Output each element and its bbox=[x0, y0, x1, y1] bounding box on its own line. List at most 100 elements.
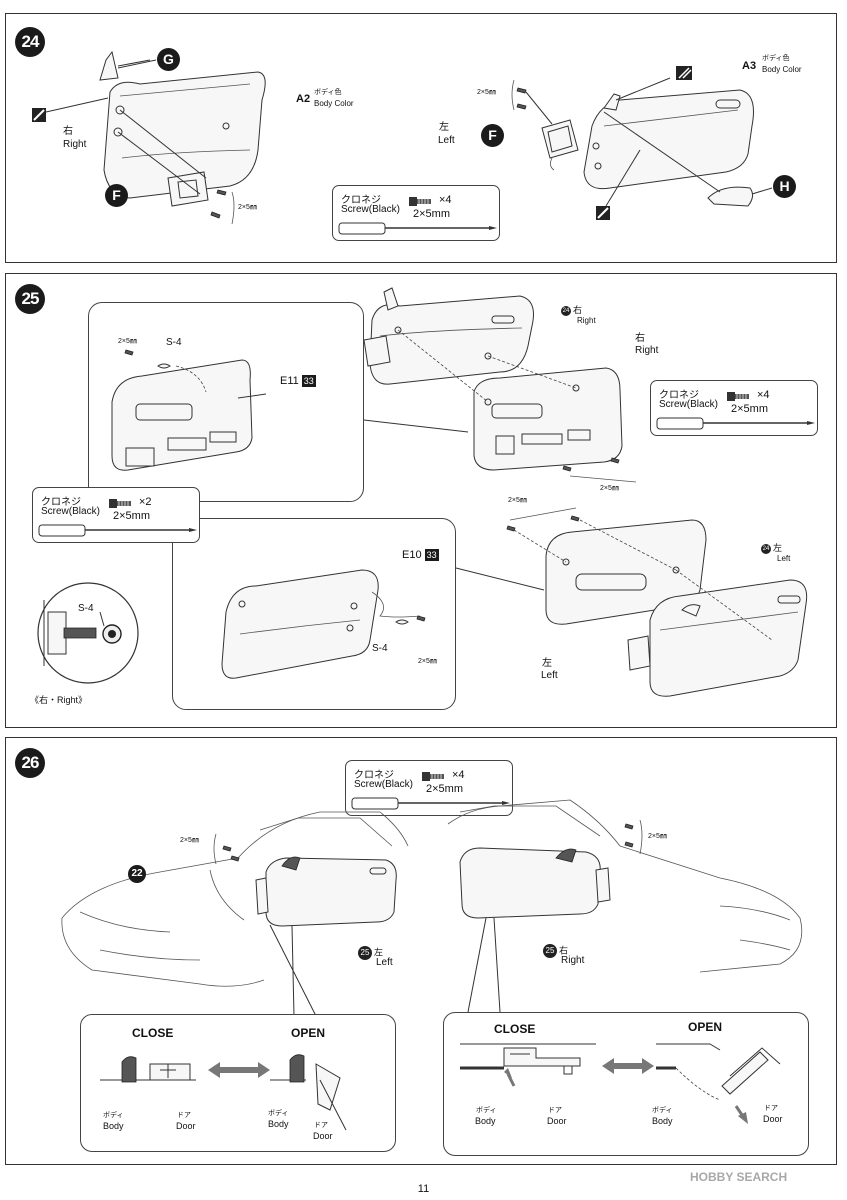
detail-left-body-jp2: ボディ bbox=[268, 1110, 289, 1117]
screwbox-title-en: Screw(Black) bbox=[41, 506, 100, 517]
detail-left-door-jp: ドア bbox=[177, 1112, 191, 1119]
step26-screw-right: 2×5㎜ bbox=[648, 833, 667, 840]
step25-screw-b: 2×5㎜ bbox=[600, 485, 619, 492]
step-24-right-door-drawing bbox=[32, 50, 266, 225]
step25-s4-c: S-4 bbox=[78, 603, 94, 614]
step24-left-jp: 左 bbox=[439, 122, 449, 133]
a3-body-color-en: Body Color bbox=[762, 65, 802, 74]
step25-right-jp: 右 bbox=[635, 333, 645, 344]
step-24-number: 24 bbox=[15, 27, 45, 57]
detail-left-door-en: Door bbox=[176, 1121, 196, 1131]
step25-s4-a: S-4 bbox=[166, 337, 182, 348]
step24-screw-spec-right: 2×5㎜ bbox=[238, 204, 257, 211]
screwbox-size: 2×5mm bbox=[413, 208, 450, 220]
part-F-badge-left: F bbox=[481, 124, 504, 147]
screw-icon bbox=[422, 772, 444, 781]
step25-screw-d: 2×5㎜ bbox=[418, 658, 437, 665]
step25-left-en: Left bbox=[541, 670, 558, 681]
step-24-left-door-drawing bbox=[511, 66, 773, 220]
step-25-drawing bbox=[37, 287, 808, 697]
screwdriver-icon bbox=[656, 417, 815, 430]
detail-right-door-en2: Door bbox=[763, 1114, 783, 1124]
screwbox-size: 2×5mm bbox=[113, 510, 150, 522]
detail-right-door-jp2: ドア bbox=[764, 1105, 778, 1112]
screwbox-title-jp: クロネジ bbox=[341, 195, 381, 206]
ref-left-jp: 左 bbox=[374, 947, 384, 958]
detail-right-close: CLOSE bbox=[494, 1022, 536, 1036]
screwbox-title-jp: クロネジ bbox=[41, 497, 81, 508]
ref-22-badge: 22 bbox=[128, 865, 146, 883]
detail-left-body-en2: Body bbox=[268, 1119, 289, 1129]
screwbox-title-jp: クロネジ bbox=[659, 390, 699, 401]
ref-right-jp: 右 bbox=[573, 305, 583, 315]
step26-ref-right-en: Right bbox=[561, 955, 585, 966]
step26-ref-left-en: Left bbox=[376, 957, 393, 968]
detail-left-close: CLOSE bbox=[132, 1026, 174, 1040]
screwbox-qty: ×4 bbox=[452, 769, 465, 781]
ref-24-badge: 24 bbox=[561, 305, 571, 316]
step24-screw-box: クロネジ Screw(Black) ×4 2×5mm bbox=[332, 185, 500, 241]
screwbox-qty: ×4 bbox=[757, 389, 770, 401]
step25-detail-caption: 《右・Right》 bbox=[30, 695, 88, 705]
step24-right-en: Right bbox=[63, 139, 87, 150]
detail-left-body-jp: ボディ bbox=[103, 1112, 124, 1119]
watermark: HOBBY SEARCH bbox=[690, 1170, 788, 1184]
ref-24-badge-left: 24 bbox=[761, 543, 771, 554]
e11-sheet-num: 33 bbox=[301, 375, 316, 388]
step-25-number: 25 bbox=[15, 284, 45, 314]
step25-s4-b: S-4 bbox=[372, 643, 388, 654]
a3-body-color-jp: ボディ色 bbox=[762, 55, 790, 62]
a2-body-color-en: Body Color bbox=[314, 99, 354, 108]
screwbox-title-jp: クロネジ bbox=[354, 770, 394, 781]
ref-25-badge-right: 25 bbox=[543, 944, 557, 958]
part-G-badge: G bbox=[157, 48, 180, 71]
step25-right-en: Right bbox=[635, 345, 659, 356]
screwdriver-icon bbox=[338, 222, 497, 235]
e10-code: E10 bbox=[402, 549, 422, 561]
part-H-badge: H bbox=[773, 175, 796, 198]
screwbox-qty: ×2 bbox=[139, 496, 152, 508]
page-number: 11 bbox=[417, 1183, 430, 1195]
step24-right-jp: 右 bbox=[63, 126, 73, 137]
detail-right-door-jp: ドア bbox=[548, 1107, 562, 1114]
screwbox-size: 2×5mm bbox=[731, 403, 768, 415]
screwbox-qty: ×4 bbox=[439, 194, 452, 206]
ref-right-jp: 右 bbox=[559, 945, 569, 956]
screw-icon bbox=[109, 499, 131, 508]
screwdriver-icon bbox=[351, 797, 510, 810]
detail-right-body-en2: Body bbox=[652, 1116, 673, 1126]
screwbox-title-en: Screw(Black) bbox=[341, 204, 400, 215]
a2-part-code: A2 bbox=[296, 93, 311, 105]
step-26-number: 26 bbox=[15, 748, 45, 778]
detail-right-open: OPEN bbox=[688, 1020, 723, 1034]
part-F-badge: F bbox=[105, 184, 128, 207]
step25-screw-box-right: クロネジ Screw(Black) ×4 2×5mm bbox=[650, 380, 818, 436]
ref-left-jp: 左 bbox=[773, 543, 783, 553]
detail-right-body-jp: ボディ bbox=[476, 1107, 497, 1114]
screwbox-size: 2×5mm bbox=[426, 783, 463, 795]
detail-left-door-en2: Door bbox=[313, 1131, 333, 1141]
step25-ref-right-en: Right bbox=[577, 316, 596, 325]
step26-screw-box: クロネジ Screw(Black) ×4 2×5mm bbox=[345, 760, 513, 816]
detail-left-open: OPEN bbox=[291, 1026, 326, 1040]
step24-screw-spec-left: 2×5㎜ bbox=[477, 89, 496, 96]
screwdriver-icon bbox=[38, 524, 197, 537]
step25-ref-left-en: Left bbox=[777, 554, 791, 563]
step25-screw-box-left: クロネジ Screw(Black) ×2 2×5mm bbox=[32, 487, 200, 543]
screwbox-title-en: Screw(Black) bbox=[659, 399, 718, 410]
detail-left-body-en: Body bbox=[103, 1121, 124, 1131]
e10-sheet-num: 33 bbox=[424, 549, 439, 562]
screw-icon bbox=[409, 197, 431, 206]
step25-left-jp: 左 bbox=[542, 658, 552, 669]
a2-body-color-jp: ボディ色 bbox=[314, 89, 342, 96]
step26-screw-left: 2×5㎜ bbox=[180, 837, 199, 844]
step24-left-en: Left bbox=[438, 135, 455, 146]
